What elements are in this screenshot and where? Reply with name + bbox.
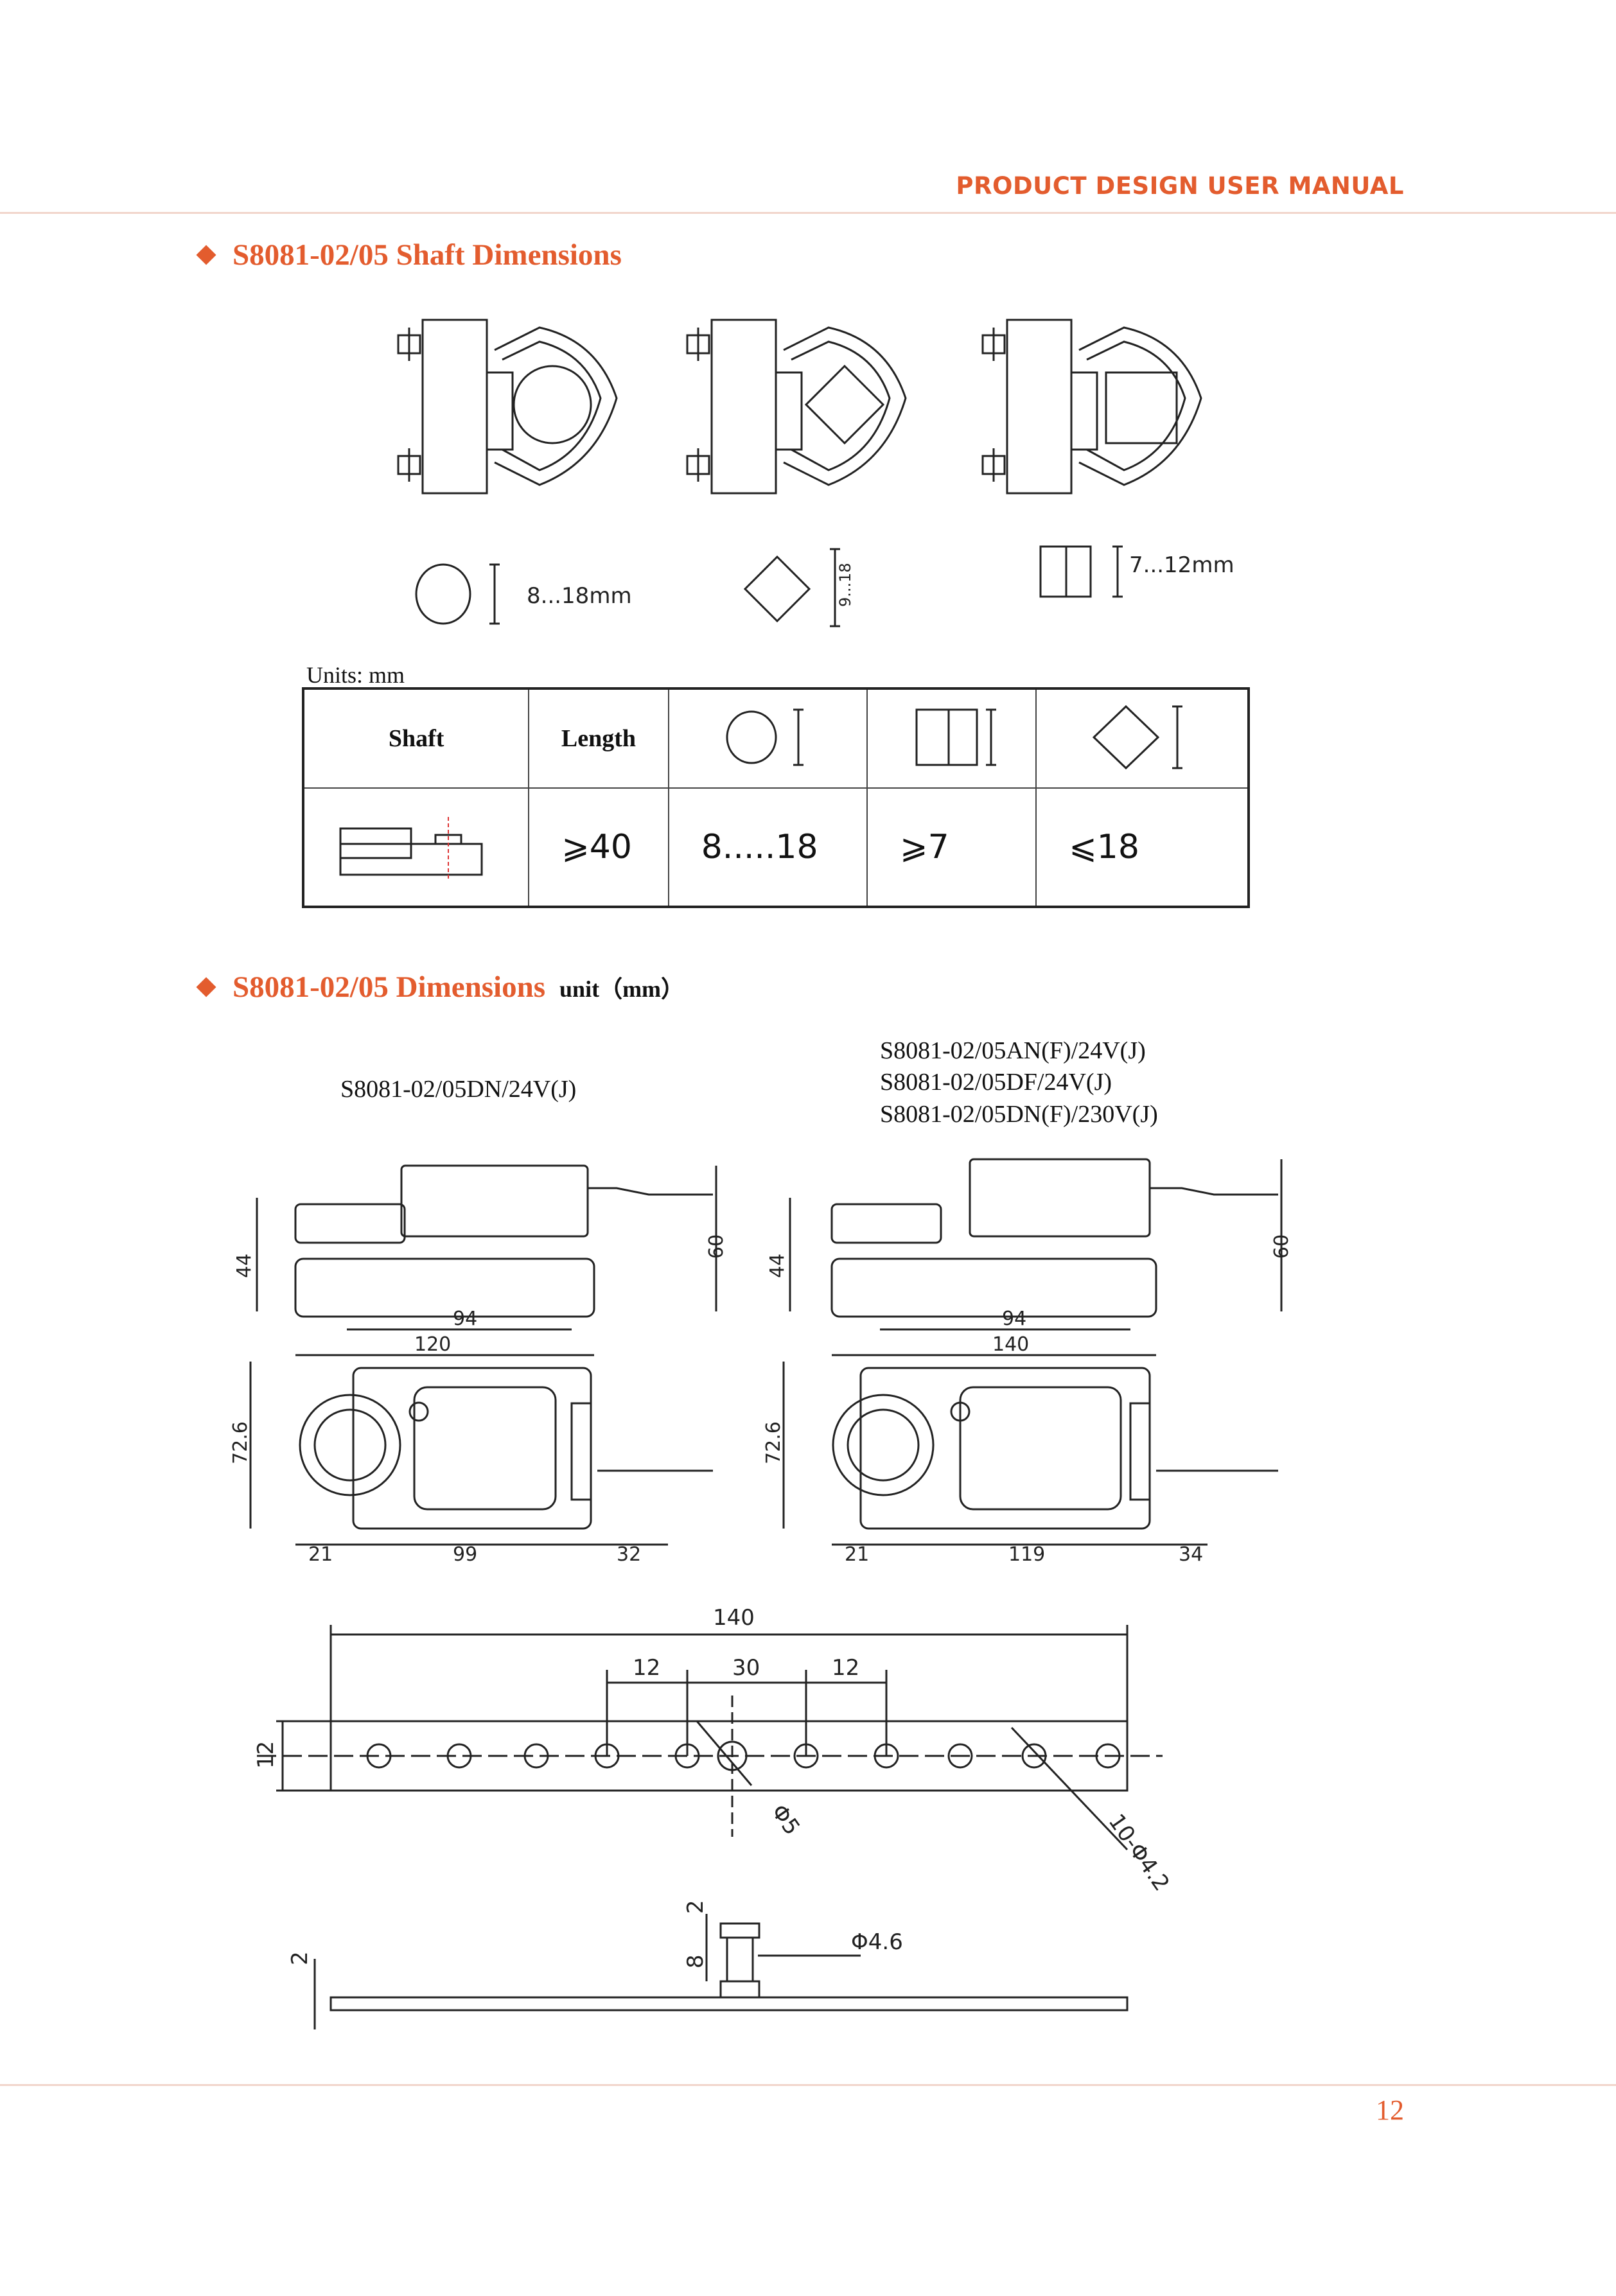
plate-dim-2: 2 [287, 1951, 313, 1965]
right-dim-44: 44 [766, 1254, 789, 1278]
header-shaft: Shaft [302, 688, 530, 789]
left-dim-72: 72.6 [229, 1421, 252, 1464]
flat-shaft-label: 7...12mm [1129, 552, 1234, 578]
diamond-bullet-icon [196, 245, 216, 265]
left-dim-32: 32 [617, 1543, 641, 1566]
clamp-round-shaft [397, 319, 618, 495]
clamp-drawings [397, 319, 1202, 495]
page-number: 12 [1376, 2094, 1404, 2126]
right-dim-34: 34 [1179, 1543, 1203, 1566]
actuator-left [249, 1164, 717, 1546]
header-round-icon [667, 688, 868, 789]
bracket-center-hole: Φ5 [766, 1800, 805, 1840]
header-rule [0, 212, 1616, 214]
round-shaft-label: 8...18mm [527, 583, 632, 609]
shaft-table: Shaft Length ⩾40 8.....18 ⩾7 ⩽18 [302, 687, 1250, 908]
bracket-dim-12b: 12 [832, 1655, 859, 1681]
model-right-2: S8081-02/05DF/24V(J) [880, 1069, 1112, 1096]
section2-unit: unit（mm） [559, 976, 685, 1002]
value-diamond: ⩽18 [1035, 787, 1249, 907]
actuator-right [782, 1158, 1283, 1546]
right-dim-21: 21 [845, 1543, 869, 1566]
left-dim-94: 94 [453, 1308, 477, 1330]
bracket-dim-140: 140 [713, 1605, 755, 1631]
shaft-section-icons: 8...18mm 9...18 7...12mm [415, 545, 1234, 627]
units-label: Units: mm [306, 662, 405, 688]
right-dim-119: 119 [1008, 1543, 1045, 1566]
bracket-dim-12a: 12 [633, 1655, 660, 1681]
right-dim-60: 60 [1270, 1234, 1293, 1259]
section-title-text: S8081-02/05 Shaft Dimensions [233, 238, 622, 272]
model-right-3: S8081-02/05DN(F)/230V(J) [880, 1100, 1158, 1128]
right-dim-140: 140 [992, 1333, 1029, 1356]
right-dim-94: 94 [1002, 1308, 1026, 1330]
left-dim-60: 60 [705, 1234, 728, 1259]
pin-dim-8: 8 [683, 1954, 708, 1968]
left-dim-21: 21 [308, 1543, 333, 1566]
header-title: PRODUCT DESIGN USER MANUAL [956, 172, 1404, 200]
header-flat-icon [866, 688, 1037, 789]
value-round: 8.....18 [667, 787, 868, 907]
section-title-shaft: S8081-02/05 Shaft Dimensions [196, 238, 622, 272]
model-right-1: S8081-02/05AN(F)/24V(J) [880, 1037, 1146, 1064]
bracket-dim-12h: 12 [253, 1741, 279, 1769]
left-dim-44: 44 [233, 1254, 256, 1278]
shaft-actuator-icon [302, 787, 530, 907]
clamp-square-shaft [686, 319, 907, 495]
section-title-dimensions: S8081-02/05 Dimensions unit（mm） [196, 970, 685, 1004]
pin-dim-2: 2 [683, 1900, 708, 1914]
header-diamond-icon [1035, 688, 1249, 789]
right-dim-72: 72.6 [762, 1421, 785, 1464]
square-shaft-label: 9...18 [836, 563, 854, 607]
diamond-bullet-icon [196, 977, 216, 997]
value-flat: ⩾7 [866, 787, 1037, 907]
clamp-flat-shaft [981, 319, 1202, 495]
actuator-dimension-drawings: 44 60 94 120 72.6 21 99 32 44 60 94 140 … [229, 1158, 1293, 1566]
model-left: S8081-02/05DN/24V(J) [340, 1076, 577, 1103]
bracket-holes: 10-Φ4.2 [1103, 1809, 1175, 1896]
model-right-list: S8081-02/05AN(F)/24V(J) S8081-02/05DF/24… [880, 1035, 1158, 1130]
left-dim-99: 99 [453, 1543, 477, 1566]
section2-title-text: S8081-02/05 Dimensions [233, 970, 546, 1004]
value-length: ⩾40 [528, 787, 669, 907]
header-length: Length [528, 688, 669, 789]
left-dim-120: 120 [414, 1333, 451, 1356]
footer-rule [0, 2084, 1616, 2086]
bracket-drawing: 140 12 30 12 12 Φ5 10-Φ4.2 2 8 Φ4.6 2 [253, 1605, 1175, 2029]
bracket-dim-30: 30 [732, 1655, 760, 1681]
pin-dim-diameter: Φ4.6 [851, 1929, 903, 1955]
